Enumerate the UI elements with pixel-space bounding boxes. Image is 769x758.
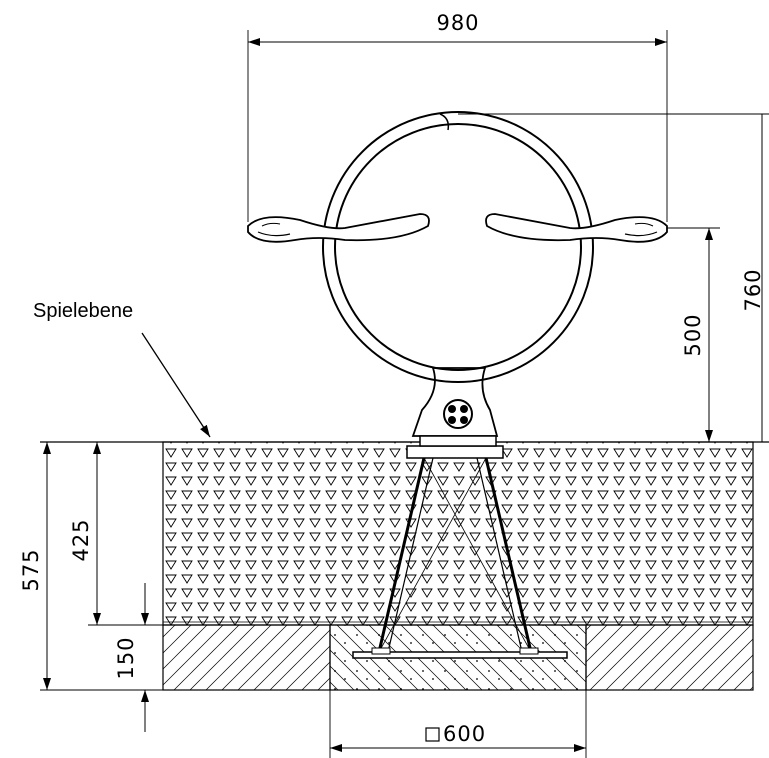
seat-right bbox=[485, 213, 668, 243]
base-soil-layer-left bbox=[162, 624, 331, 691]
seat-left bbox=[247, 213, 430, 243]
square-symbol-icon bbox=[425, 727, 440, 742]
compacted-soil-layer bbox=[162, 441, 754, 626]
dim-base-size-group: 600 bbox=[425, 722, 486, 746]
dim-seat-height: 500 bbox=[681, 313, 705, 356]
dim-overall-width: 980 bbox=[436, 11, 479, 35]
dim-foundation-upper: 425 bbox=[69, 518, 93, 561]
dim-base-size: 600 bbox=[443, 722, 486, 746]
base-soil-layer-right bbox=[585, 624, 754, 691]
anchor-frame bbox=[352, 445, 568, 659]
dim-height-total: 760 bbox=[741, 268, 765, 311]
play-level-label: Spielebene bbox=[33, 300, 133, 322]
dim-foundation-total: 575 bbox=[19, 548, 43, 591]
dimension-lines bbox=[40, 30, 769, 758]
ring-body bbox=[322, 111, 594, 383]
dim-foundation-lower: 150 bbox=[114, 636, 138, 679]
